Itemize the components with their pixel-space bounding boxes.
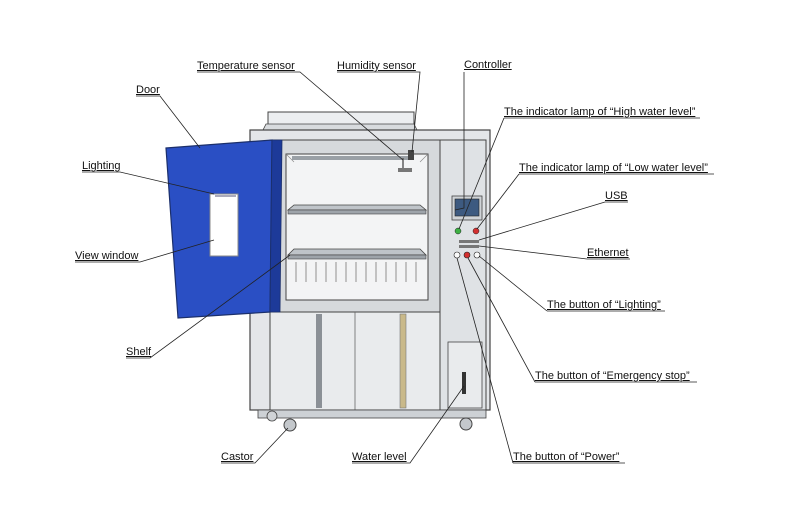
label-usb: USB	[605, 190, 628, 202]
lighting-button	[453, 251, 461, 259]
power-button	[473, 251, 481, 259]
interior-chamber	[285, 153, 429, 301]
label-controller: Controller	[464, 59, 512, 71]
view-window-pane	[209, 193, 239, 257]
low-water-lamp	[472, 227, 480, 235]
label-high-water-lamp: The indicator lamp of “High water level”	[504, 106, 696, 118]
label-ethernet: Ethernet	[587, 247, 629, 259]
label-lighting-button: The button of “Lighting”	[547, 299, 661, 311]
lower-cabinet	[269, 311, 441, 411]
label-temperature-sensor: Temperature sensor	[197, 60, 295, 72]
high-water-lamp	[454, 227, 462, 235]
label-lighting: Lighting	[82, 160, 121, 172]
controller-screen	[454, 198, 480, 217]
label-power-button: The button of “Power”	[513, 451, 620, 463]
emergency-stop-button	[463, 251, 471, 259]
lower-shelf	[287, 248, 427, 260]
cabinet-base	[257, 409, 487, 432]
ethernet-port	[459, 245, 479, 248]
open-door	[165, 139, 283, 319]
label-shelf: Shelf	[126, 346, 152, 358]
control-panel	[439, 139, 487, 411]
usb-port	[459, 240, 479, 243]
label-castor: Castor	[221, 451, 254, 463]
leader-lines	[75, 71, 714, 464]
castor-wheel	[283, 418, 297, 432]
upper-shelf	[286, 204, 428, 215]
rear-vent-slots	[295, 262, 417, 282]
label-low-water-lamp: The indicator lamp of “Low water level”	[519, 162, 708, 174]
label-water-level: Water level	[352, 451, 407, 463]
top-housing	[261, 111, 419, 133]
water-level-tube	[462, 372, 466, 394]
label-emergency-stop-button: The button of “Emergency stop”	[535, 370, 690, 382]
label-view-window: View window	[75, 250, 139, 262]
label-humidity-sensor: Humidity sensor	[337, 60, 416, 72]
label-door: Door	[136, 84, 160, 96]
